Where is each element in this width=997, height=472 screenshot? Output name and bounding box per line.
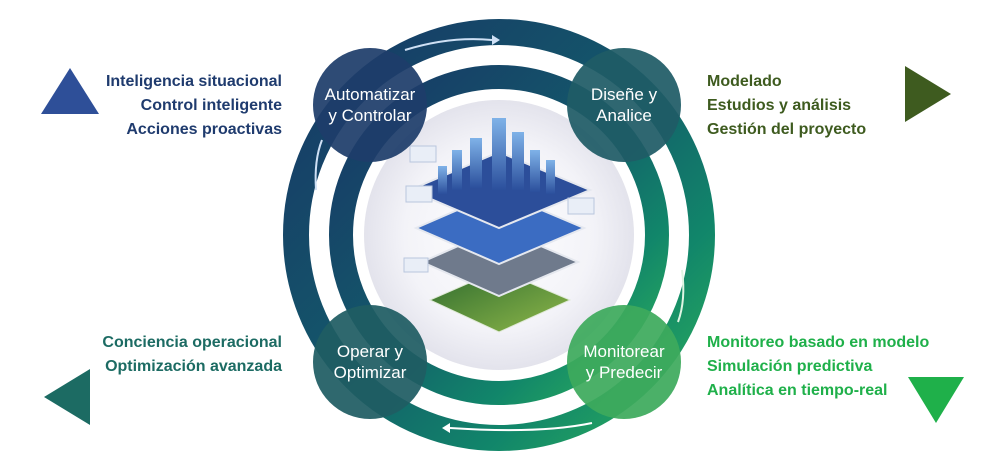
ring-arrow-bottom [449, 422, 593, 432]
city-layers-image [403, 118, 595, 333]
ring-arrow-left [314, 139, 323, 191]
node-label-monitorear: Monitorear y Predecir [583, 342, 665, 382]
list-item: Simulación predictiva [707, 358, 873, 375]
ring-arrow-top-head [492, 35, 500, 45]
building [438, 166, 447, 194]
building [530, 150, 540, 192]
ring-arrow-top [404, 38, 493, 51]
list-item: Inteligencia situacional [105, 73, 282, 90]
triangle-left-icon [44, 369, 90, 425]
list-item: Acciones proactivas [126, 121, 282, 138]
building [492, 118, 506, 190]
ring-arrow-bottom-head [442, 423, 450, 433]
list-item: Optimización avanzada [105, 358, 282, 375]
building [546, 160, 555, 194]
triangle-up-icon [41, 68, 99, 114]
ring-arrow-right [677, 269, 685, 323]
list-item: Modelado [707, 73, 782, 90]
list-item: Monitoreo basado en modelo [707, 334, 930, 351]
panel [403, 257, 429, 273]
outer-ring [283, 19, 715, 451]
text-block-bottom-right: Monitoreo basado en modelo Simulación pr… [707, 331, 929, 403]
list-item: Gestión del proyecto [707, 121, 867, 138]
building [512, 132, 524, 190]
panel [567, 197, 595, 215]
list-item: Control inteligente [140, 97, 282, 114]
building [470, 138, 482, 188]
node-label-operar: Operar y Optimizar [333, 342, 407, 382]
text-block-top-right: Modelado Estudios y análisis Gestión del… [707, 70, 866, 142]
panel [409, 145, 437, 163]
text-block-top-left: Inteligencia situacional Control intelig… [106, 70, 282, 142]
triangle-right-icon [905, 66, 951, 122]
triangle-down-icon [908, 377, 964, 423]
node-monitorear [567, 305, 681, 419]
list-item: Analítica en tiempo-real [707, 382, 888, 399]
list-item: Conciencia operacional [102, 334, 282, 351]
node-operar [313, 305, 427, 419]
node-automatizar [313, 48, 427, 162]
building [452, 150, 462, 190]
node-label-automatizar: Automatizar y Controlar [324, 85, 416, 125]
inner-ring [329, 65, 669, 405]
node-label-disene: Diseñe y Analice [590, 85, 658, 125]
node-disene [567, 48, 681, 162]
panel [405, 185, 433, 203]
text-block-bottom-left: Conciencia operacional Optimización avan… [102, 331, 282, 379]
list-item: Estudios y análisis [707, 97, 852, 114]
